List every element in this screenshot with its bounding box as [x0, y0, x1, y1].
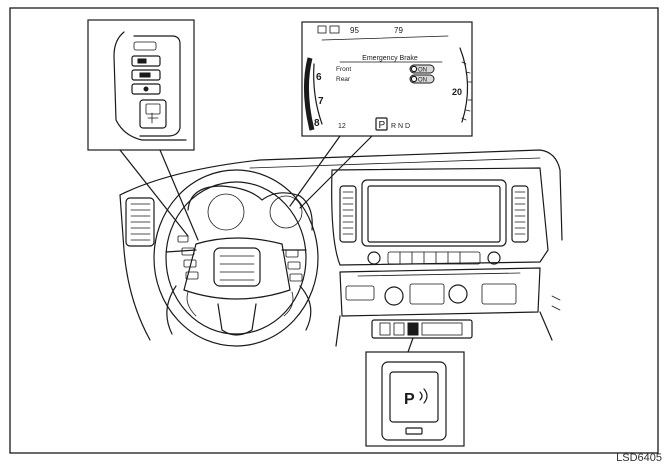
screen-button-row: [367, 251, 501, 265]
emergency-brake-menu: Emergency Brake Front ON Rear ON: [336, 55, 443, 84]
parking-switch-indicator: [405, 427, 423, 435]
left-gauge-tick-8: 8: [314, 118, 320, 129]
left-spoke-buttons: [177, 235, 199, 280]
center-right-vent: [511, 185, 529, 243]
callout-instrument-cluster: 95 79 Emergency Brake Front ON Rear ON 6…: [289, 21, 473, 209]
right-gauge: 20: [452, 61, 473, 121]
cluster-top-row: 95 79: [317, 25, 403, 35]
odometer-value: 12: [338, 123, 346, 130]
gear-selected: P: [379, 120, 386, 131]
reference-code: LSD6405: [616, 452, 662, 464]
steering-wheel: [153, 169, 319, 347]
center-left-vent: [339, 185, 357, 243]
parking-switch-symbol: P: [404, 391, 415, 408]
left-gauge-tick-6: 6: [316, 72, 322, 83]
dashboard: [119, 149, 563, 347]
menu-title: Emergency Brake: [362, 55, 418, 62]
left-air-vent: [125, 197, 155, 247]
steering-switch-buttons: [131, 41, 167, 129]
callout-parking-switch: P: [365, 337, 465, 447]
outer-frame: [9, 7, 659, 454]
gear-others: R N D: [391, 123, 410, 130]
cluster-fuel-value: 95: [350, 26, 359, 35]
left-gauge-tick-7: 7: [318, 96, 324, 107]
menu-row-rear-state: ON: [418, 78, 427, 84]
lower-switch-row: [371, 319, 473, 339]
right-spoke-buttons: [285, 249, 303, 282]
menu-row-front-label: Front: [336, 66, 351, 73]
climate-control-panel: [339, 267, 541, 317]
right-gauge-tick-20: 20: [452, 87, 462, 97]
cluster-temp-value: 79: [394, 26, 403, 35]
menu-row-front-state: ON: [418, 68, 427, 74]
cluster-bottom-row: 12 P R N D: [338, 117, 410, 131]
infotainment-screen: [361, 179, 507, 247]
sensor-waves-icon: [419, 388, 428, 404]
callout-steering-switches: [87, 19, 199, 241]
menu-row-rear-label: Rear: [336, 76, 351, 83]
left-gauge: 6 7 8: [303, 57, 324, 131]
